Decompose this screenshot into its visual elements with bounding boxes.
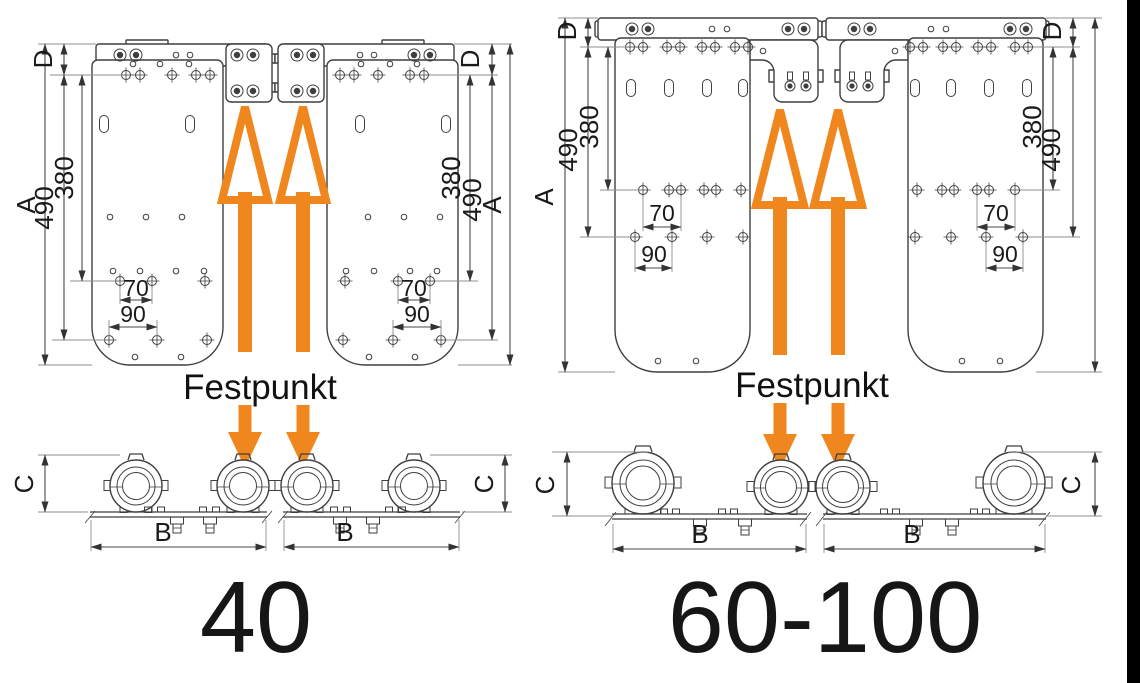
rail-nub [892,508,900,515]
pipe-clamp [210,453,276,514]
dim-label-d: D [1037,22,1067,41]
festpunkt-up-arrow [750,109,810,355]
dim-label-70: 70 [123,275,149,301]
dim-label-380: 380 [1017,105,1047,148]
pipe-clamp [103,453,169,514]
bolt-icon [738,518,752,536]
section-view-40-right: C B [274,453,512,551]
pipe-clamp [604,445,682,515]
dim-label-90: 90 [404,301,430,327]
rail-nub [157,506,165,513]
dim-label-c: C [530,476,560,495]
dimensions-60-100-left: A D 490 380 [529,17,639,373]
dim-label-c: C [1056,476,1086,495]
dim-label-a: A [529,188,559,206]
dim-label-380: 380 [574,105,604,148]
bolt-icon [170,516,184,534]
festpunkt-up-arrow [808,109,868,355]
dim-label-70: 70 [649,200,675,226]
rail-nub [672,508,680,515]
dim-label-490: 490 [1036,128,1066,171]
dimensions-40-left: A D 490 380 [11,43,122,366]
dim-label-b: B [336,517,353,547]
dim-label-c: C [469,475,499,494]
dim-label-90: 90 [641,241,667,267]
pipe-clamp [746,453,816,516]
festpunkt-up-arrow [216,106,274,352]
pipe-clamp [381,453,447,514]
screenshot-edge-bar [1127,0,1140,683]
festpunkt-label: Festpunkt [183,368,337,407]
rail-nub [199,506,207,513]
festpunkt-bracket [225,43,273,103]
section-view-40-left: C B [9,453,276,551]
dim-label-a: A [477,196,507,214]
festpunkt-down-arrow-icon [286,405,320,468]
dim-label-d: D [28,50,58,69]
group-60-100: A D 490 380 D 490 380 70 90 70 [529,17,1102,674]
dim-label-b: B [154,517,171,547]
dim-label-d: D [552,22,582,41]
festpunkt-label: Festpunkt [735,366,889,405]
plate-body [91,59,224,366]
festpunkt-down-arrow-icon [228,405,262,468]
dim-label-490: 490 [553,128,583,171]
rail-nub [385,506,393,513]
dim-label-a: A [11,196,41,214]
pipe-clamp [808,453,878,516]
rail-nub [330,506,338,513]
dim-label-380: 380 [49,156,79,199]
plate-body [614,37,751,373]
pipe-clamp [975,445,1053,515]
section-view-60-100-right: C B [808,445,1102,553]
dim-label-b: B [691,519,708,549]
mounting-plate-left-60-100 [594,17,824,373]
dim-label-70: 70 [401,275,427,301]
mounting-plate-right-60-100 [821,17,1050,373]
dim-label-b: B [903,519,920,549]
dim-label-90: 90 [992,241,1018,267]
dimensions-40-hole-spans: 70 90 70 90 [108,275,442,336]
bolt-icon [203,516,217,534]
rail-nub [212,506,220,513]
rail-nub [880,508,888,515]
section-view-60-100-left: C B [530,445,816,553]
bolt-icon [366,516,380,534]
dimensions-60-100-hole-spans: 70 90 70 90 [634,196,1024,272]
rail-nub [343,506,351,513]
dim-label-c: C [9,475,39,494]
festpunkt-down-arrow-icon [763,403,797,470]
rail-nub [660,508,668,515]
bolt-icon [945,518,959,536]
rail-nub [982,508,990,515]
dim-label-90: 90 [120,301,146,327]
festpunkt-bracket [277,43,325,103]
dim-label-70: 70 [983,200,1009,226]
plate-body [907,37,1044,373]
dim-label-490: 490 [457,178,487,221]
plate-body [326,59,459,366]
rail-nub [730,508,738,515]
dim-label-490: 490 [29,186,59,229]
festpunkt-up-arrow [274,106,332,352]
mounting-plate-right-40 [274,39,459,366]
dimensions-40-right: A D 490 380 [430,43,514,366]
size-label-40: 40 [200,562,312,674]
festpunkt-down-arrow-icon [821,403,855,470]
rail-nub [718,508,726,515]
group-40: A D 490 380 A D 490 380 70 90 [9,39,514,674]
dim-label-d: D [455,50,485,69]
mounting-plate-left-40 [91,39,276,366]
pipe-clamp [274,453,340,514]
rail-nub [970,508,978,515]
dim-label-380: 380 [436,156,466,199]
dimensions-60-100-right: D 490 380 [1017,17,1102,373]
size-label-60-100: 60-100 [668,562,983,674]
